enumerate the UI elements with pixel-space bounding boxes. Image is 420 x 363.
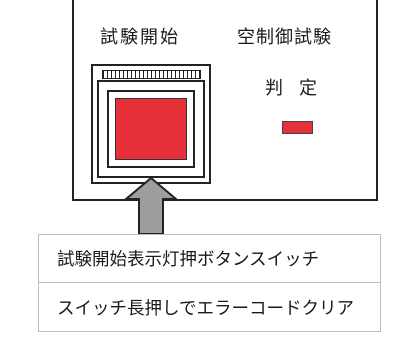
button-guard-strip	[102, 70, 201, 79]
judgement-label: 判定	[265, 78, 333, 99]
callout-switch-name: 試験開始表示灯押ボタンスイッチ	[38, 234, 381, 283]
callout-long-press-note-text: スイッチ長押しでエラーコードクリア	[57, 298, 354, 319]
test-start-label: 試験開始	[100, 27, 180, 48]
callout-switch-name-text: 試験開始表示灯押ボタンスイッチ	[57, 250, 320, 270]
judgement-indicator-lamp	[282, 121, 313, 134]
button-bezel	[107, 90, 195, 168]
arrow-up-icon	[123, 176, 179, 235]
test-start-push-button[interactable]	[91, 64, 211, 184]
button-lamp-face[interactable]	[115, 98, 187, 160]
air-control-test-label: 空制御試験	[237, 27, 332, 48]
callout-long-press-note: スイッチ長押しでエラーコードクリア	[38, 283, 381, 332]
